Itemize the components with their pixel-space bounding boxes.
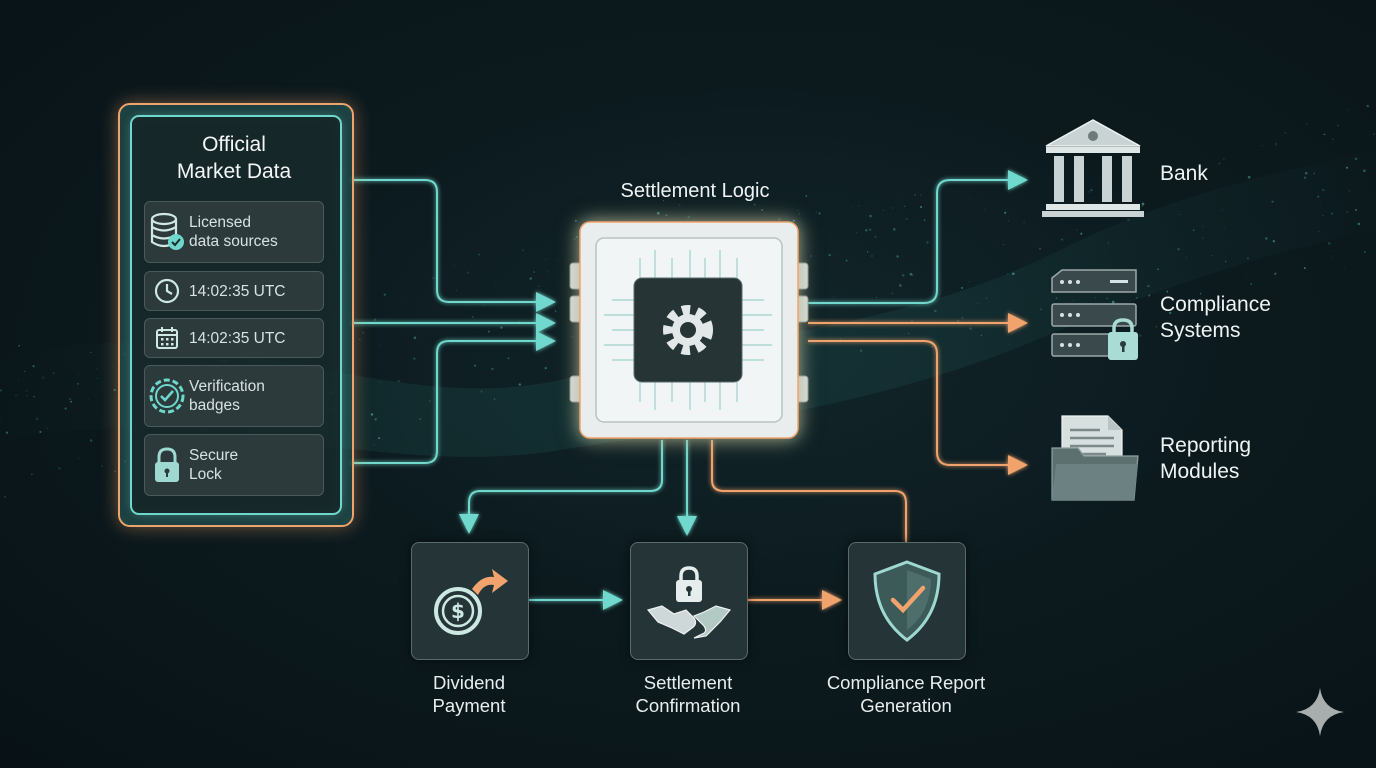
handshake-lock-icon bbox=[644, 556, 734, 646]
wire-chip-to-reporting bbox=[808, 341, 1024, 465]
settlement-confirmation-label: SettlementConfirmation bbox=[588, 671, 788, 717]
panel-title-line1: Official bbox=[130, 131, 338, 158]
settlement-confirmation-box bbox=[630, 542, 748, 660]
panel-title-line2: Market Data bbox=[130, 158, 338, 185]
step-label-line2: Confirmation bbox=[588, 694, 788, 717]
row-label-line2: badges bbox=[189, 396, 265, 415]
row-clock-time: 14:02:35 UTC bbox=[144, 271, 324, 311]
step-label-line1: Compliance Report bbox=[806, 671, 1006, 694]
reporting-label-line2: Modules bbox=[1160, 459, 1251, 485]
row-label-line2: data sources bbox=[189, 232, 278, 251]
dividend-payment-label: DividendPayment bbox=[369, 671, 569, 717]
row-label: 14:02:35 UTC bbox=[189, 329, 286, 348]
compliance-report-label: Compliance ReportGeneration bbox=[806, 671, 1006, 717]
bank-label-line1: Bank bbox=[1160, 161, 1208, 187]
bank-building-icon bbox=[1040, 116, 1146, 220]
step-label-line1: Dividend bbox=[369, 671, 569, 694]
dividend-payment-box: $ bbox=[411, 542, 529, 660]
compliance-label-line1: Compliance bbox=[1160, 292, 1271, 318]
wire-chip-to-compliance-report bbox=[712, 440, 906, 542]
wire-panel-to-chip-3 bbox=[352, 341, 552, 463]
row-licensed-sources: Licenseddata sources bbox=[144, 201, 324, 263]
clock-icon bbox=[145, 277, 189, 305]
source-panel-title: Official Market Data bbox=[130, 131, 338, 185]
settlement-chip bbox=[570, 222, 808, 438]
row-label-line2: Lock bbox=[189, 465, 238, 484]
reporting-modules-label: ReportingModules bbox=[1160, 433, 1251, 485]
row-label-line1: Licensed bbox=[189, 213, 278, 232]
wire-chip-to-bank bbox=[808, 180, 1024, 303]
row-secure-lock: SecureLock bbox=[144, 434, 324, 496]
wire-chip-to-dividend bbox=[469, 440, 662, 530]
compliance-report-box bbox=[848, 542, 966, 660]
shield-check-icon bbox=[867, 558, 947, 644]
verification-badge-icon bbox=[145, 376, 189, 416]
compliance-label-line2: Systems bbox=[1160, 318, 1271, 344]
sparkle-icon bbox=[1294, 686, 1346, 738]
bank-label: Bank bbox=[1160, 161, 1208, 187]
row-label: 14:02:35 UTC bbox=[189, 282, 286, 301]
calendar-icon bbox=[145, 324, 189, 352]
step-label-line2: Payment bbox=[369, 694, 569, 717]
database-check-icon bbox=[145, 212, 189, 252]
wire-panel-to-chip-1 bbox=[352, 180, 552, 302]
row-label-line1: Verification bbox=[189, 377, 265, 396]
dividend-coin-icon: $ bbox=[428, 559, 512, 643]
row-verification: Verificationbadges bbox=[144, 365, 324, 427]
padlock-icon bbox=[145, 445, 189, 485]
row-label-line1: Secure bbox=[189, 446, 238, 465]
svg-text:$: $ bbox=[451, 599, 465, 623]
step-label-line2: Generation bbox=[806, 694, 1006, 717]
reporting-label-line1: Reporting bbox=[1160, 433, 1251, 459]
step-label-line1: Settlement bbox=[588, 671, 788, 694]
processor-title: Settlement Logic bbox=[560, 180, 830, 203]
document-folder-icon bbox=[1048, 412, 1142, 504]
gear-chip-icon bbox=[668, 310, 708, 350]
row-calendar-time: 14:02:35 UTC bbox=[144, 318, 324, 358]
server-lock-icon bbox=[1048, 268, 1144, 364]
